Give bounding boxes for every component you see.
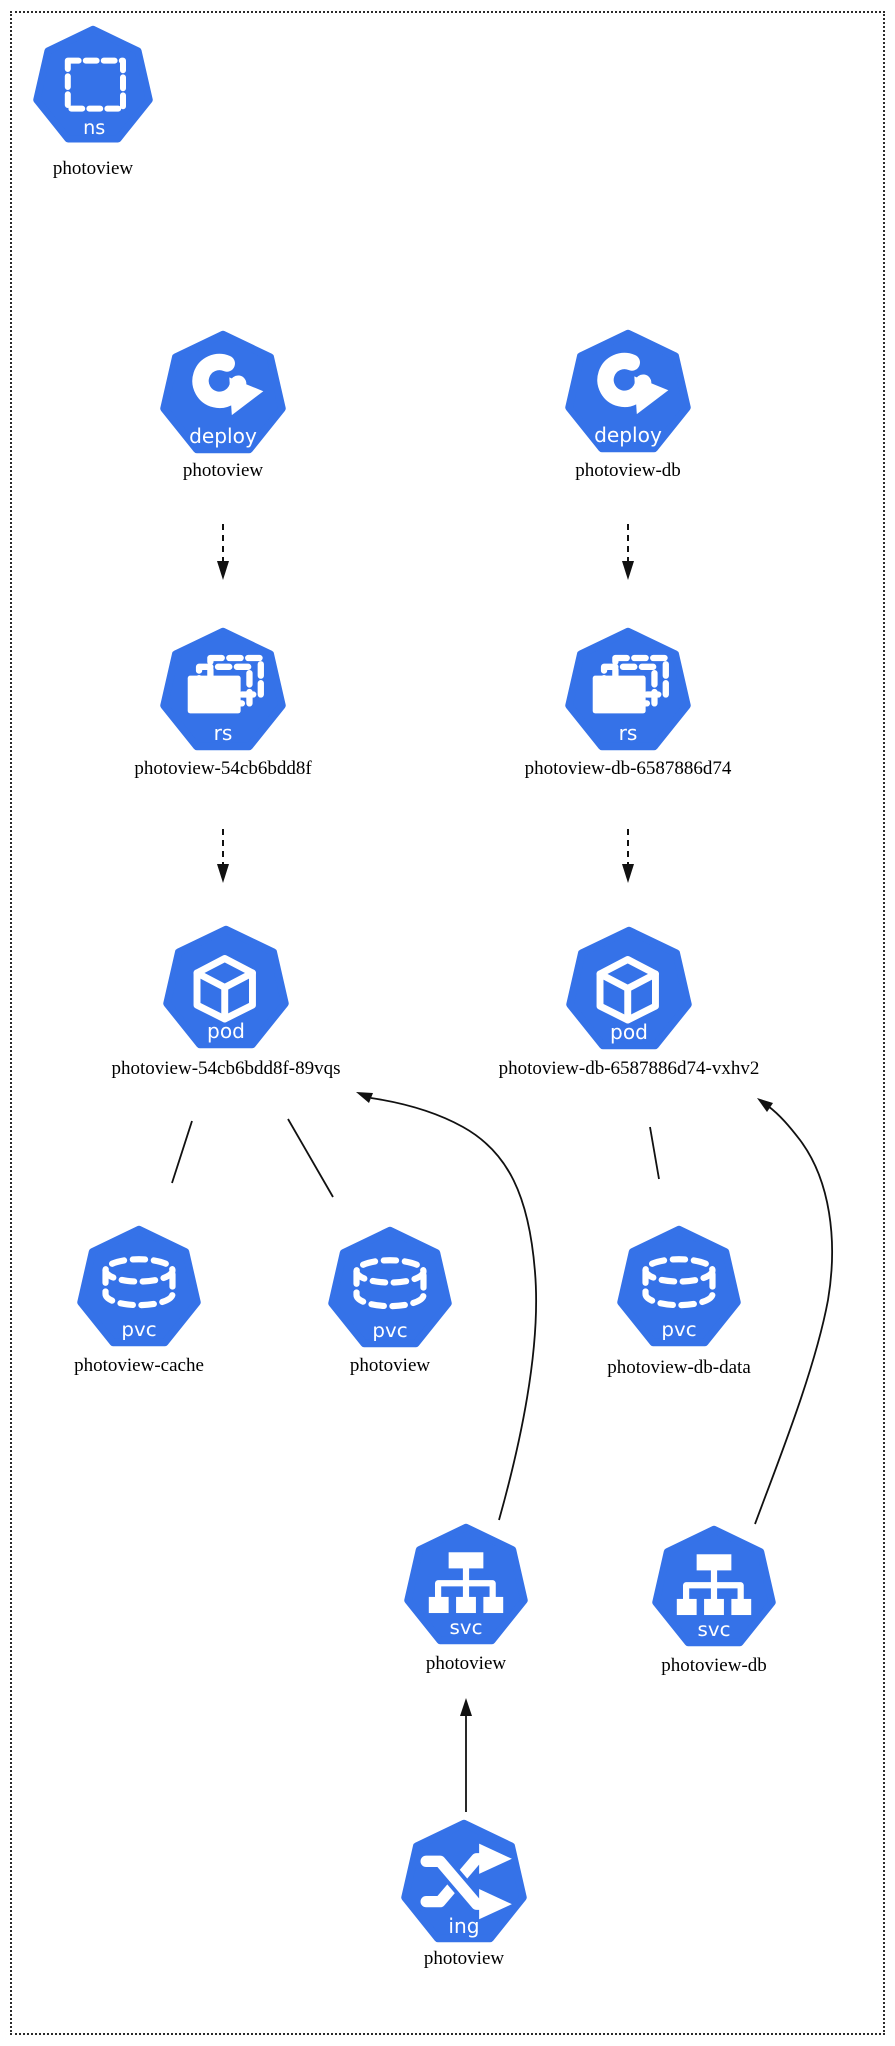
node-label-svc-1: photoview	[425, 1653, 507, 1674]
namespace-icon: ns	[33, 25, 153, 143]
svg-text:pvc: pvc	[372, 1319, 407, 1342]
svg-text:deploy: deploy	[594, 423, 662, 447]
replicaset-icon: rs	[160, 627, 286, 751]
edge-svc2-to-pod2	[754, 1098, 833, 1525]
node-label-pvc-2: photoview	[349, 1355, 431, 1376]
edge-pod2-to-pvc-db-data	[649, 1126, 660, 1180]
deployment-icon: deploy	[565, 329, 691, 453]
svg-text:rs: rs	[214, 721, 233, 745]
edge-rs-to-pod-1	[217, 829, 229, 883]
node-deployment-photoview: deploy	[160, 330, 286, 458]
node-label-pvc-1: photoview-cache	[74, 1355, 204, 1376]
edge-rs-to-pod-2	[622, 829, 634, 883]
svg-text:ing: ing	[448, 1914, 479, 1938]
service-icon: svc	[652, 1525, 776, 1647]
deployment-icon: deploy	[160, 330, 286, 454]
node-pod-photoview: pod	[163, 925, 289, 1053]
service-icon: svc	[404, 1523, 528, 1645]
node-label-ns: photoview	[52, 158, 134, 179]
pvc-icon: pvc	[328, 1226, 452, 1348]
edge-deploy-to-rs-2	[622, 524, 634, 580]
svg-text:pvc: pvc	[661, 1318, 696, 1341]
node-label-rs-1: photoview-54cb6bdd8f	[134, 758, 312, 779]
node-pvc-photoview-db-data: pvc	[617, 1225, 741, 1351]
node-label-ing: photoview	[423, 1948, 505, 1969]
node-pvc-photoview: pvc	[328, 1226, 452, 1352]
replicaset-icon: rs	[565, 627, 691, 751]
edge-pod1-to-pvc-photoview	[287, 1118, 334, 1198]
node-label-rs-2: photoview-db-6587886d74	[524, 758, 732, 779]
node-pod-photoview-db: pod	[566, 926, 692, 1054]
pvc-icon: pvc	[617, 1225, 741, 1347]
edge-pod1-to-pvc-cache	[171, 1120, 193, 1184]
node-ingress-photoview: ing	[401, 1819, 527, 1947]
svg-text:svc: svc	[698, 1618, 731, 1641]
edge-ing-to-svc1	[460, 1698, 472, 1812]
svg-text:deploy: deploy	[189, 424, 257, 448]
node-label-svc-2: photoview-db	[661, 1655, 767, 1676]
edge-svc1-to-pod1	[356, 1092, 538, 1521]
node-service-photoview: svc	[404, 1523, 528, 1649]
ingress-icon: ing	[401, 1819, 527, 1943]
pod-icon: pod	[163, 925, 289, 1049]
node-label-deploy-1: photoview	[182, 460, 264, 481]
node-namespace-photoview: ns	[33, 25, 153, 147]
node-replicaset-photoview: rs	[160, 627, 286, 755]
node-replicaset-photoview-db: rs	[565, 627, 691, 755]
node-service-photoview-db: svc	[652, 1525, 776, 1651]
node-label-deploy-2: photoview-db	[575, 460, 681, 481]
svg-text:pvc: pvc	[121, 1318, 156, 1341]
svg-text:svc: svc	[450, 1616, 483, 1639]
edge-deploy-to-rs-1	[217, 524, 229, 580]
node-deployment-photoview-db: deploy	[565, 329, 691, 457]
node-pvc-photoview-cache: pvc	[77, 1225, 201, 1351]
svg-text:pod: pod	[207, 1019, 245, 1043]
svg-text:pod: pod	[610, 1020, 648, 1044]
svg-text:ns: ns	[83, 116, 105, 139]
node-label-pod-1: photoview-54cb6bdd8f-89vqs	[111, 1058, 341, 1079]
node-label-pvc-3: photoview-db-data	[607, 1357, 751, 1378]
pvc-icon: pvc	[77, 1225, 201, 1347]
pod-icon: pod	[566, 926, 692, 1050]
node-label-pod-2: photoview-db-6587886d74-vxhv2	[498, 1058, 760, 1079]
svg-text:rs: rs	[619, 721, 638, 745]
